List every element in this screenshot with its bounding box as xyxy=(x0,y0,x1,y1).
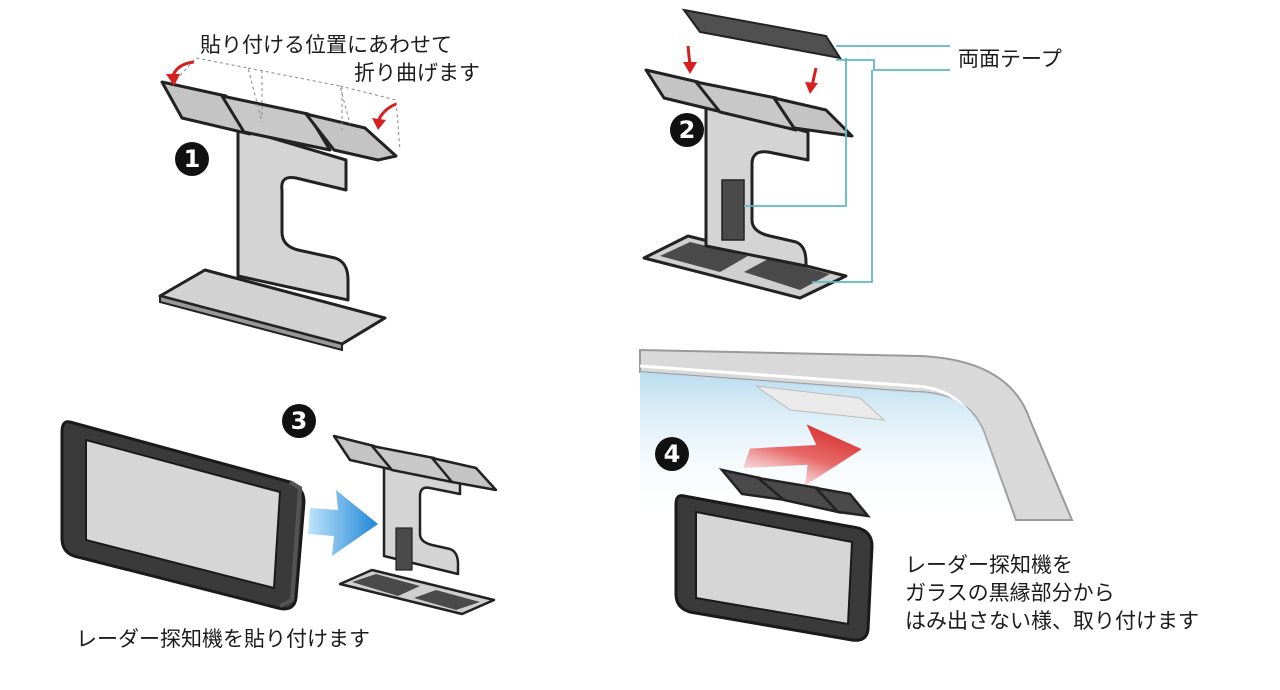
step2-bracket xyxy=(642,8,950,300)
step1-flap-right xyxy=(304,112,398,162)
step4-illustration xyxy=(639,348,1074,642)
step3-illustration xyxy=(60,420,498,616)
step1-bracket xyxy=(158,57,401,352)
step1-caption-line2: 折り曲げます xyxy=(354,61,480,85)
step2-base-tape-right xyxy=(744,258,830,290)
step4-caption-line3: はみ出さない様、取り付けます xyxy=(905,609,1199,633)
step4-caption-line2: ガラスの黒縁部分から xyxy=(905,581,1115,605)
step1-flap-middle xyxy=(220,94,332,152)
radar-detector-device-mounted xyxy=(674,494,874,642)
double-sided-tape-strip xyxy=(681,8,843,60)
tape-callout-lines xyxy=(744,45,950,283)
step3-caption: レーダー探知機を貼り付けます xyxy=(76,627,370,651)
blue-direction-arrow xyxy=(308,490,378,556)
step4-caption-line1: レーダー探知機を xyxy=(905,553,1073,577)
red-mount-arrow xyxy=(743,424,862,486)
step1-stand xyxy=(236,126,350,302)
step4-number-badge: 4 xyxy=(655,437,689,471)
step1-caption-line1: 貼り付ける位置にあわせて xyxy=(200,33,452,57)
step3-number-badge: 3 xyxy=(282,404,316,438)
step2-number-badge: 2 xyxy=(670,113,704,147)
step1-number-badge: 1 xyxy=(175,142,209,176)
tape-callout-label: 両面テープ xyxy=(958,47,1062,71)
step2-stand-tape xyxy=(721,179,745,241)
step2-base-tape-left xyxy=(660,242,748,272)
radar-detector-device xyxy=(60,420,306,611)
